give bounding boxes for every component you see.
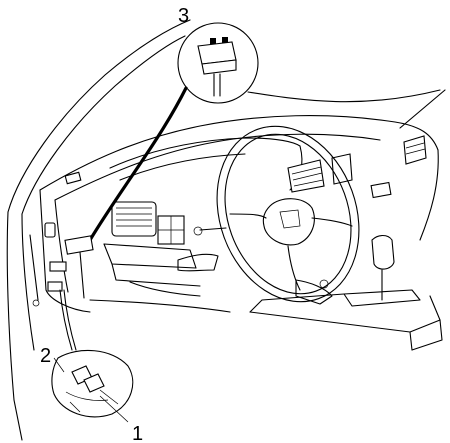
dashboard-top <box>39 115 439 241</box>
center-stack <box>89 201 231 313</box>
side-vent <box>64 171 82 185</box>
callout-3-label: 3 <box>178 5 189 27</box>
turn-signal-stalk <box>199 227 227 231</box>
glove-box <box>79 251 219 299</box>
left-dash-panel <box>29 171 91 313</box>
relay-location-3 <box>64 235 94 255</box>
leader-line-2 <box>53 357 65 373</box>
steering-wheel <box>193 125 360 303</box>
leader-line-3 <box>88 86 188 242</box>
vent-knob <box>44 222 56 238</box>
steering-column <box>295 279 333 305</box>
switch <box>370 181 392 199</box>
steering-hub <box>262 198 315 246</box>
gear-shifter <box>249 234 443 351</box>
leader-line-1 <box>99 395 129 423</box>
lever <box>177 253 219 272</box>
a-pillar <box>6 19 191 441</box>
callout-2-label: 2 <box>40 345 51 367</box>
center-vent <box>111 201 157 237</box>
lower-relay-inset <box>51 289 134 418</box>
relay-inset <box>64 22 259 255</box>
switch-panel <box>49 261 67 272</box>
windshield-line <box>247 89 446 129</box>
fuse-box-cover <box>47 281 63 292</box>
callout-1-label: 1 <box>132 423 143 443</box>
